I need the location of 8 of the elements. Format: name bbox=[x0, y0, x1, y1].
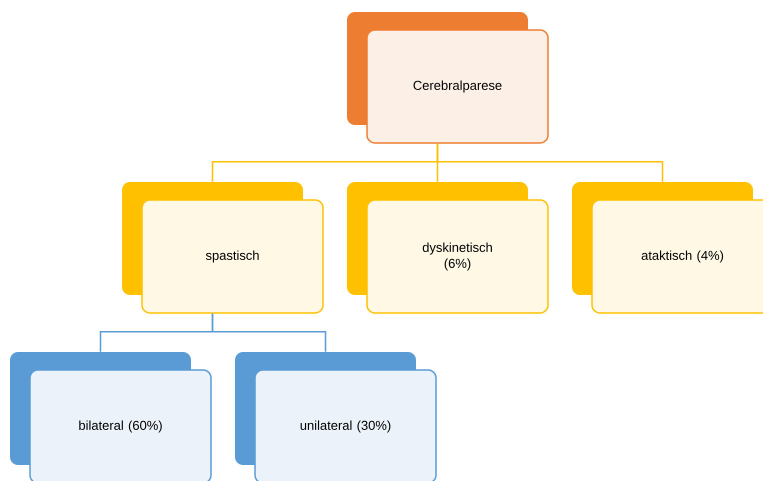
connector-line bbox=[212, 314, 326, 352]
chart-box: dyskinetisch (6%) bbox=[347, 182, 549, 314]
chart-box: ataktisch (4%) bbox=[572, 182, 763, 314]
chart-box: unilateral (30%) bbox=[235, 352, 437, 481]
chart-box: spastisch bbox=[122, 182, 324, 314]
connector-line bbox=[436, 144, 664, 182]
chart-box: Cerebralparese bbox=[347, 12, 549, 144]
chart-box: bilateral (60%) bbox=[10, 352, 212, 481]
